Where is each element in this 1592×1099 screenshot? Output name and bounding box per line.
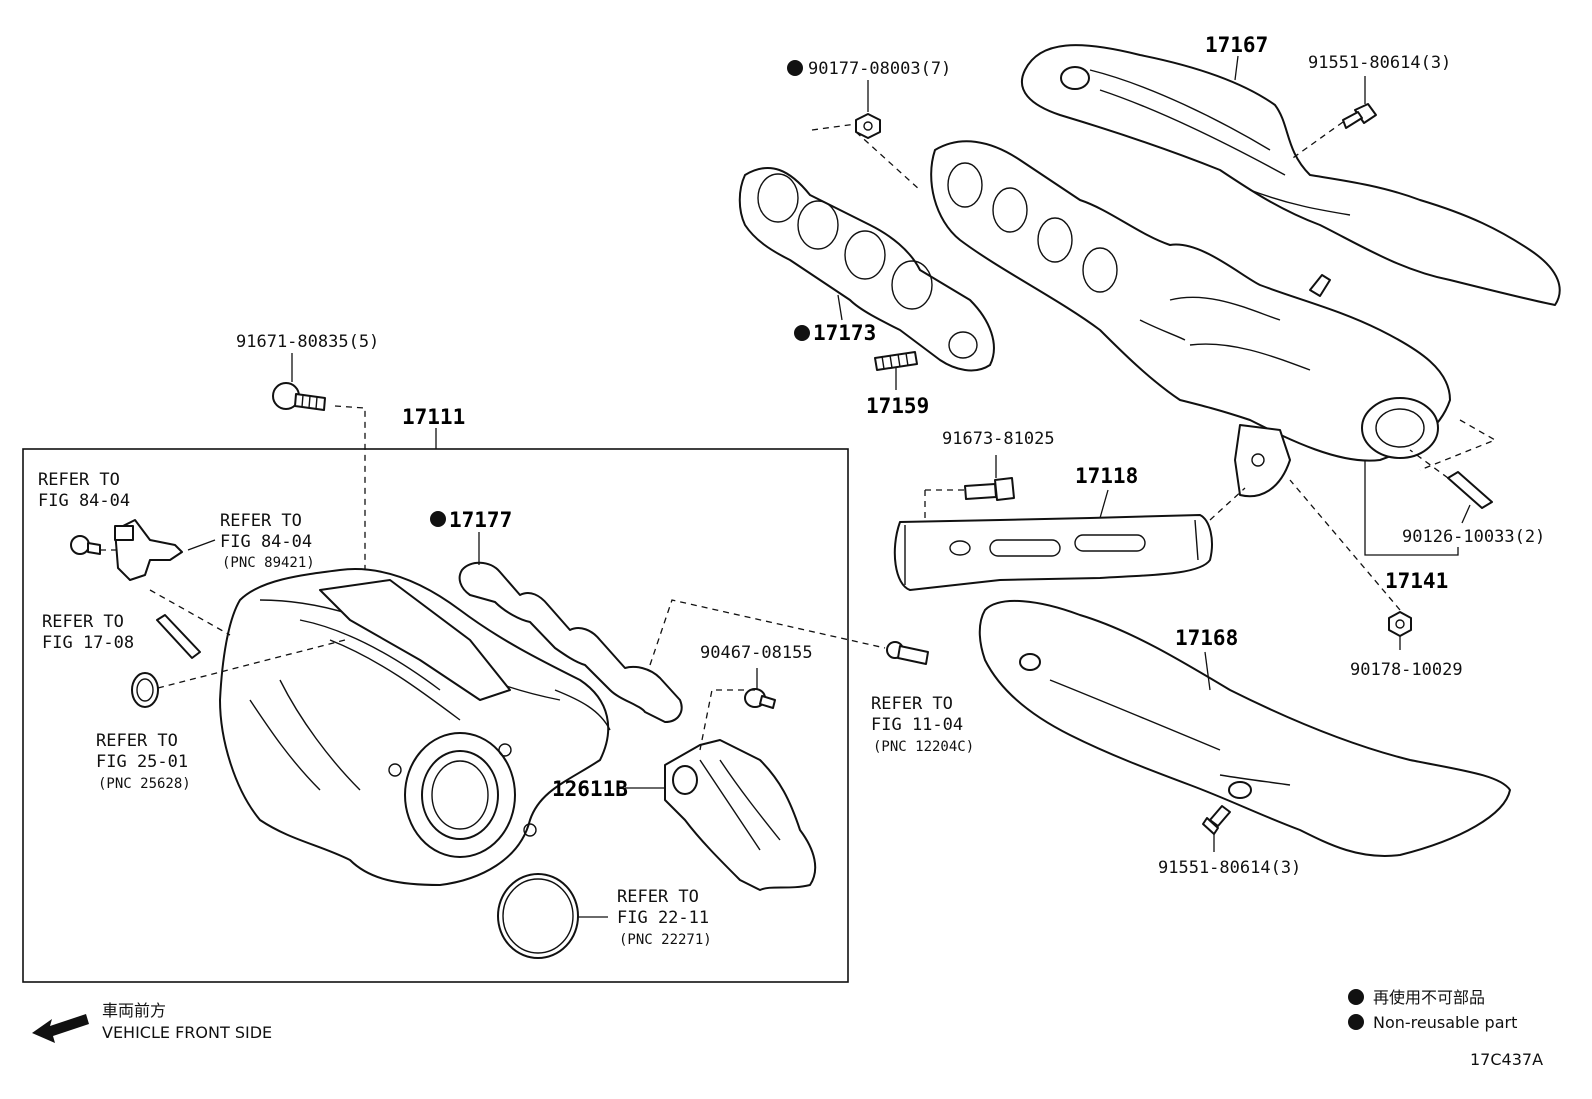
svg-text:FIG 84-04: FIG 84-04 xyxy=(220,532,312,552)
svg-text:FIG 25-01: FIG 25-01 xyxy=(96,752,188,772)
front-label-jp: 車両前方 xyxy=(102,1001,166,1020)
refer-fig-25-01[interactable]: REFER TO FIG 25-01 (PNC 25628) xyxy=(96,731,191,792)
gasket-22271[interactable] xyxy=(497,873,579,959)
svg-text:FIG 22-11: FIG 22-11 xyxy=(617,908,709,928)
svg-text:(PNC 89421): (PNC 89421) xyxy=(222,555,315,571)
refer-fig-22-11[interactable]: REFER TO FIG 22-11 (PNC 22271) xyxy=(617,887,712,948)
label-90178: 90178-10029 xyxy=(1350,660,1463,680)
label-17118: 17118 xyxy=(1075,464,1138,488)
intake-manifold-17111[interactable] xyxy=(219,568,611,886)
legend-en: Non-reusable part xyxy=(1373,1013,1517,1032)
bolt-91673[interactable] xyxy=(964,477,1015,501)
exhaust-manifold-17141[interactable] xyxy=(930,140,1451,498)
svg-text:(PNC 22271): (PNC 22271) xyxy=(619,932,712,948)
legend-jp: 再使用不可部品 xyxy=(1373,988,1485,1007)
label-12611B: 12611B xyxy=(552,777,628,801)
label-17159: 17159 xyxy=(866,394,929,418)
svg-text:REFER TO: REFER TO xyxy=(96,731,178,751)
non-reusable-marker-90177 xyxy=(787,60,803,76)
plug-12204C[interactable] xyxy=(886,641,929,665)
bracket-17118[interactable] xyxy=(893,514,1213,591)
svg-text:(PNC 12204C): (PNC 12204C) xyxy=(873,739,974,755)
svg-text:REFER TO: REFER TO xyxy=(220,511,302,531)
svg-text:FIG 84-04: FIG 84-04 xyxy=(38,491,130,511)
bolt-91551-bottom[interactable] xyxy=(1202,805,1231,835)
front-label-en: VEHICLE FRONT SIDE xyxy=(102,1023,272,1042)
label-17141: 17141 xyxy=(1385,569,1448,593)
svg-text:REFER TO: REFER TO xyxy=(38,470,120,490)
svg-text:(PNC 25628): (PNC 25628) xyxy=(98,776,191,792)
stud-17159[interactable] xyxy=(874,351,918,371)
label-17167: 17167 xyxy=(1205,33,1268,57)
refer-fig-84-04-b[interactable]: REFER TO FIG 84-04 (PNC 89421) xyxy=(220,511,315,571)
label-17177: 17177 xyxy=(449,508,512,532)
label-90177: 90177-08003(7) xyxy=(808,59,951,79)
sensor-89421[interactable] xyxy=(114,519,183,581)
bolt-sensor[interactable] xyxy=(70,535,101,555)
heat-insulator-17168[interactable] xyxy=(978,600,1511,857)
label-90467: 90467-08155 xyxy=(700,643,813,663)
label-17168: 17168 xyxy=(1175,626,1238,650)
svg-text:REFER TO: REFER TO xyxy=(871,694,953,714)
refer-fig-17-08[interactable]: REFER TO FIG 17-08 xyxy=(42,612,134,653)
svg-text:REFER TO: REFER TO xyxy=(617,887,699,907)
svg-text:FIG 17-08: FIG 17-08 xyxy=(42,633,134,653)
bolt-91671[interactable] xyxy=(272,382,326,411)
bolt-91551-top[interactable] xyxy=(1342,103,1377,129)
refer-fig-11-04[interactable]: REFER TO FIG 11-04 (PNC 12204C) xyxy=(871,694,974,755)
o-ring-25628[interactable] xyxy=(131,672,159,708)
gasket-17173[interactable] xyxy=(738,166,995,372)
gasket-17177[interactable] xyxy=(458,561,683,723)
label-91551-bottom: 91551-80614(3) xyxy=(1158,858,1301,878)
svg-text:FIG 11-04: FIG 11-04 xyxy=(871,715,963,735)
front-arrow-icon xyxy=(32,1014,89,1043)
insulator-12611B[interactable] xyxy=(664,739,817,891)
label-91673: 91673-81025 xyxy=(942,429,1055,449)
refer-fig-84-04-a[interactable]: REFER TO FIG 84-04 xyxy=(38,470,130,511)
vehicle-front-indicator: 車両前方 VEHICLE FRONT SIDE xyxy=(32,1001,272,1043)
label-91671: 91671-80835(5) xyxy=(236,332,379,352)
heat-insulator-17167[interactable] xyxy=(1020,44,1561,306)
svg-text:REFER TO: REFER TO xyxy=(42,612,124,632)
label-91551-top: 91551-80614(3) xyxy=(1308,53,1451,73)
figure-id: 17C437A xyxy=(1470,1050,1543,1069)
label-17111: 17111 xyxy=(402,405,465,429)
stud-90126[interactable] xyxy=(1447,471,1493,509)
nut-90178[interactable] xyxy=(1388,611,1412,637)
label-90126: 90126-10033(2) xyxy=(1402,527,1545,547)
non-reusable-marker-17173 xyxy=(794,325,810,341)
non-reusable-marker-17177 xyxy=(430,511,446,527)
hose-17-08[interactable] xyxy=(156,614,201,659)
label-17173: 17173 xyxy=(813,321,876,345)
pin-90467[interactable] xyxy=(744,688,776,709)
legend: 再使用不可部品 Non-reusable part xyxy=(1348,988,1517,1032)
